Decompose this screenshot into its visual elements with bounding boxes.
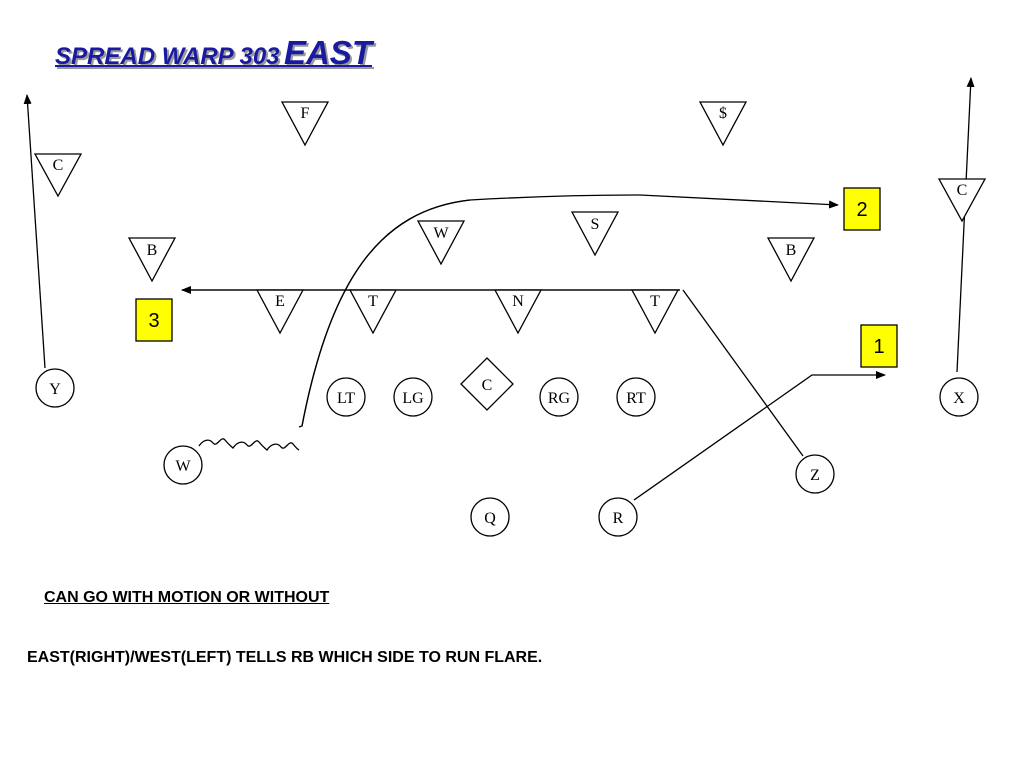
read-1-label: 1 — [873, 336, 884, 358]
off-RT-label: RT — [626, 390, 646, 407]
route-Y — [23, 94, 46, 369]
route-Z — [682, 289, 804, 457]
off-Z: Z — [795, 454, 835, 494]
read-1: 1 — [860, 324, 898, 368]
def-buck-right-label: B — [786, 242, 797, 259]
def-buck-left-label: B — [147, 242, 158, 259]
def-F-label: F — [301, 105, 310, 122]
off-LT-label: LT — [337, 390, 355, 407]
off-Q-label: Q — [484, 510, 496, 527]
def-tackle-left: T — [348, 289, 398, 335]
route-X — [956, 77, 975, 373]
off-Y-label: Y — [49, 381, 61, 398]
read-2-label: 2 — [856, 199, 867, 221]
note-motion: CAN GO WITH MOTION OR WITHOUT — [44, 589, 330, 606]
off-W-label: W — [175, 458, 191, 475]
def-corner-right-label: C — [957, 182, 968, 199]
def-nose-label: N — [512, 293, 524, 310]
read-3: 3 — [135, 298, 173, 342]
def-buck-left: B — [127, 237, 177, 283]
off-RT: RT — [616, 377, 656, 417]
play-title: SPREAD WARP 303 EAST — [55, 34, 372, 72]
off-LG-label: LG — [402, 390, 424, 407]
def-corner-left: C — [33, 153, 83, 198]
def-corner-left-label: C — [53, 157, 64, 174]
off-Y: Y — [35, 368, 75, 408]
read-3-label: 3 — [148, 310, 159, 332]
def-dollar: $ — [698, 101, 748, 147]
def-F: F — [280, 101, 330, 147]
off-LG: LG — [393, 377, 433, 417]
route-W-to-read-2 — [639, 194, 839, 209]
def-sam: S — [570, 211, 620, 257]
off-RG: RG — [539, 377, 579, 417]
def-dollar-label: $ — [719, 105, 727, 122]
route-W-flare-overlay — [301, 199, 471, 427]
title-main: SPREAD WARP 303 — [55, 43, 280, 70]
def-tackle-right-label: T — [650, 293, 660, 310]
off-W: W — [163, 445, 203, 485]
title-direction: EAST — [283, 34, 372, 71]
def-will: W — [416, 220, 466, 266]
note-direction: EAST(RIGHT)/WEST(LEFT) TELLS RB WHICH SI… — [27, 649, 543, 666]
route-W-motion — [198, 438, 300, 452]
def-sam-label: S — [591, 216, 600, 233]
def-will-label: W — [433, 225, 449, 242]
off-R-label: R — [613, 510, 624, 527]
off-center: C — [460, 357, 514, 411]
def-tackle-left-label: T — [368, 293, 378, 310]
off-center-label: C — [482, 377, 493, 394]
off-X: X — [939, 377, 979, 417]
off-R: R — [598, 497, 638, 537]
off-X-label: X — [953, 390, 965, 407]
defense: F $ C C W S B B E T N T — [33, 101, 987, 335]
def-corner-right: C — [937, 178, 987, 223]
off-Q: Q — [470, 497, 510, 537]
def-nose: N — [493, 289, 543, 335]
offense: Y LT LG RG RT X W Z Q R — [35, 368, 979, 537]
off-RG-label: RG — [548, 390, 571, 407]
def-tackle-right: T — [630, 289, 680, 335]
def-buck-right: B — [766, 237, 816, 283]
route-R — [633, 371, 886, 501]
read-2: 2 — [843, 187, 881, 231]
routes — [23, 77, 975, 501]
def-end-label: E — [275, 293, 285, 310]
read-boxes: 1 2 3 — [135, 187, 898, 368]
def-end: E — [255, 289, 305, 335]
off-LT: LT — [326, 377, 366, 417]
off-Z-label: Z — [810, 467, 820, 484]
